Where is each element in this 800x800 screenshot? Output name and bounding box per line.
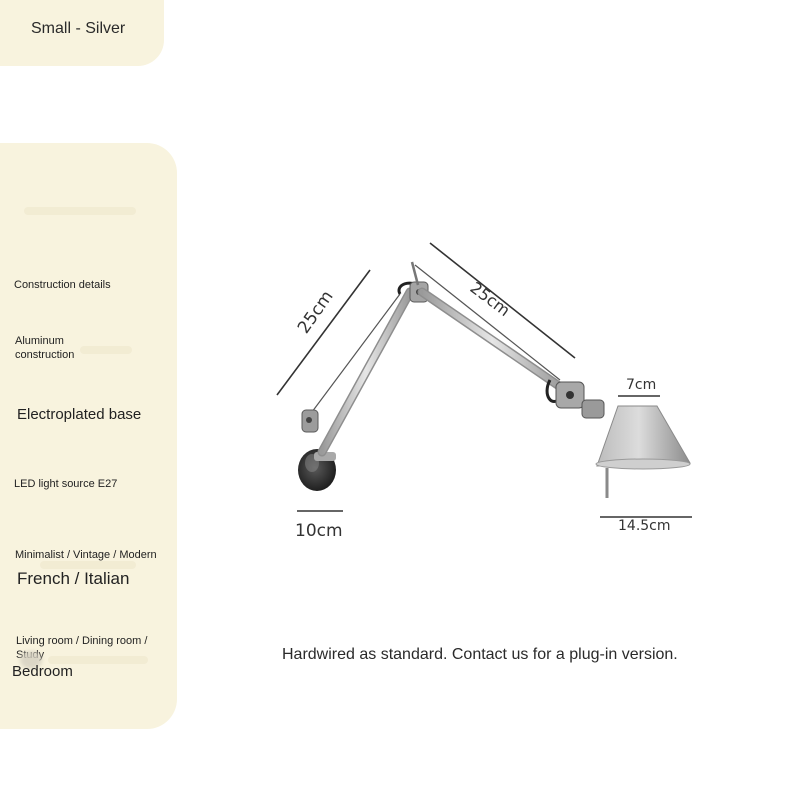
decorative-bar [48,656,148,664]
head-joint [545,379,605,419]
dim-shade-top: 7cm [626,377,657,393]
spec-origin: French / Italian [17,569,130,588]
spec-bedroom: Bedroom [12,663,73,680]
variant-tab[interactable]: Small - Silver [0,0,164,66]
spec-construction-title: Construction details [14,279,111,291]
spec-material: Aluminum construction [15,335,75,361]
decorative-bar [80,346,132,354]
wall-lamp-illustration [276,242,692,518]
lamp-shade [595,405,691,498]
upper-arm [414,264,567,393]
lower-arm [305,287,415,457]
variant-label: Small - Silver [31,20,126,37]
decorative-bar [24,207,136,215]
dimension-lines [276,242,692,518]
dim-base-width: 10cm [295,521,343,541]
dim-shade-bottom: 14.5cm [618,518,671,534]
decorative-bar [40,561,136,569]
spec-base: Electroplated base [17,406,142,423]
spec-panel: Construction details Aluminum constructi… [0,143,177,729]
spec-styles: Minimalist / Vintage / Modern [15,549,157,561]
installation-note: Hardwired as standard. Contact us for a … [282,646,678,663]
spec-light-source: LED light source E27 [14,478,118,490]
lower-joint [301,409,319,433]
decorative-blob [20,651,42,669]
